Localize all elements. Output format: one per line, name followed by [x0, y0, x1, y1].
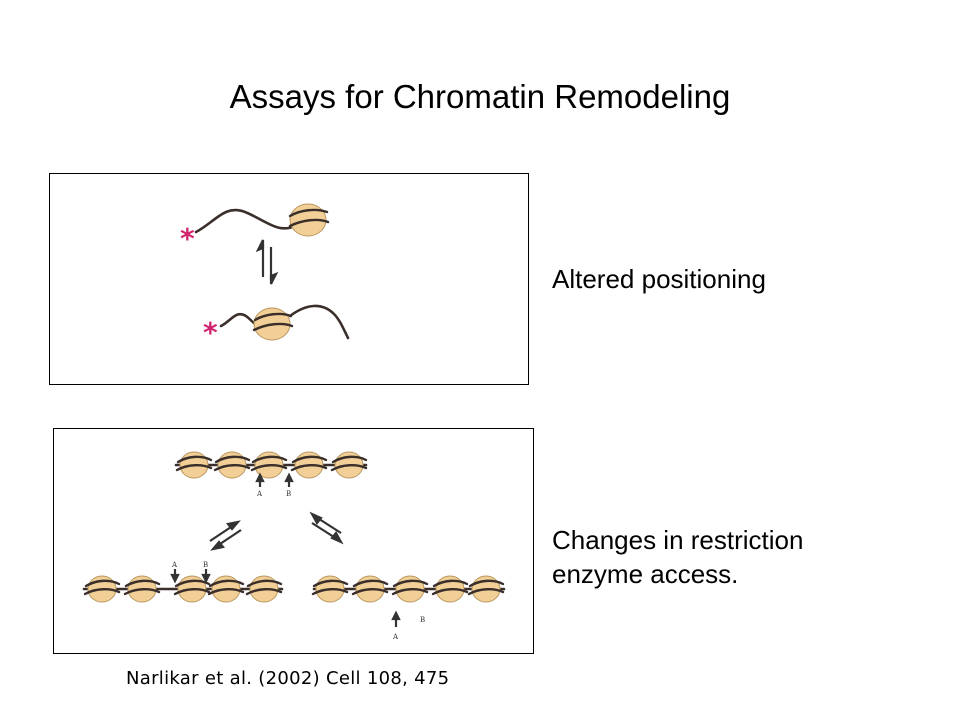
nucleosome	[245, 575, 283, 603]
nucleosome-top	[288, 203, 330, 237]
equilibrium-arrows-right	[309, 511, 344, 545]
nucleosome	[330, 451, 368, 479]
site-label-a-left: A	[171, 561, 178, 569]
nucleosome	[123, 575, 161, 603]
nucleosome	[351, 575, 389, 603]
nucleosome	[173, 575, 211, 603]
nucleosome	[250, 451, 288, 479]
citation: Narlikar et al. (2002) Cell 108, 475	[126, 668, 450, 689]
positioning-diagram-art: * *	[180, 203, 350, 349]
site-label-a-top: A	[256, 490, 263, 498]
nucleosome	[83, 575, 121, 603]
restriction-access-diagram: A B A B A B	[53, 428, 534, 654]
nucleosome-array-top	[174, 451, 368, 479]
nucleosome	[175, 451, 213, 479]
nucleosome	[431, 575, 469, 603]
caption-line-1: Changes in restriction	[552, 525, 804, 555]
dna-strand-top	[194, 208, 297, 234]
caption-altered-positioning: Altered positioning	[552, 264, 766, 294]
nucleosome-array-bottom-right	[311, 575, 506, 603]
page-title: Assays for Chromatin Remodeling	[229, 78, 731, 115]
caption-line-2: enzyme access.	[552, 559, 739, 589]
dna-strand-bottom-right	[288, 304, 350, 340]
nucleosome-bottom	[252, 307, 294, 341]
nucleosome	[467, 575, 505, 603]
equilibrium-arrows-left	[209, 520, 242, 551]
site-label-b-right: B	[420, 616, 425, 624]
nucleosome	[311, 575, 349, 603]
nucleosome	[207, 575, 245, 603]
equilibrium-arrows	[255, 239, 279, 285]
nucleosome	[391, 575, 429, 603]
site-arrows	[170, 472, 401, 627]
site-label-b-top: B	[286, 490, 291, 498]
nucleosome-array-bottom-left	[82, 575, 284, 603]
positioning-diagram: * *	[49, 173, 529, 385]
restriction-access-art: A B A B A B	[82, 451, 506, 641]
nucleosome	[290, 451, 328, 479]
end-label-star-top: *	[180, 222, 195, 255]
caption-restriction-access: Changes in restriction enzyme access.	[552, 523, 803, 591]
site-label-b-left: B	[203, 561, 208, 569]
end-label-star-bottom: *	[203, 316, 218, 349]
site-label-a-right: A	[392, 633, 399, 641]
nucleosome	[213, 451, 251, 479]
